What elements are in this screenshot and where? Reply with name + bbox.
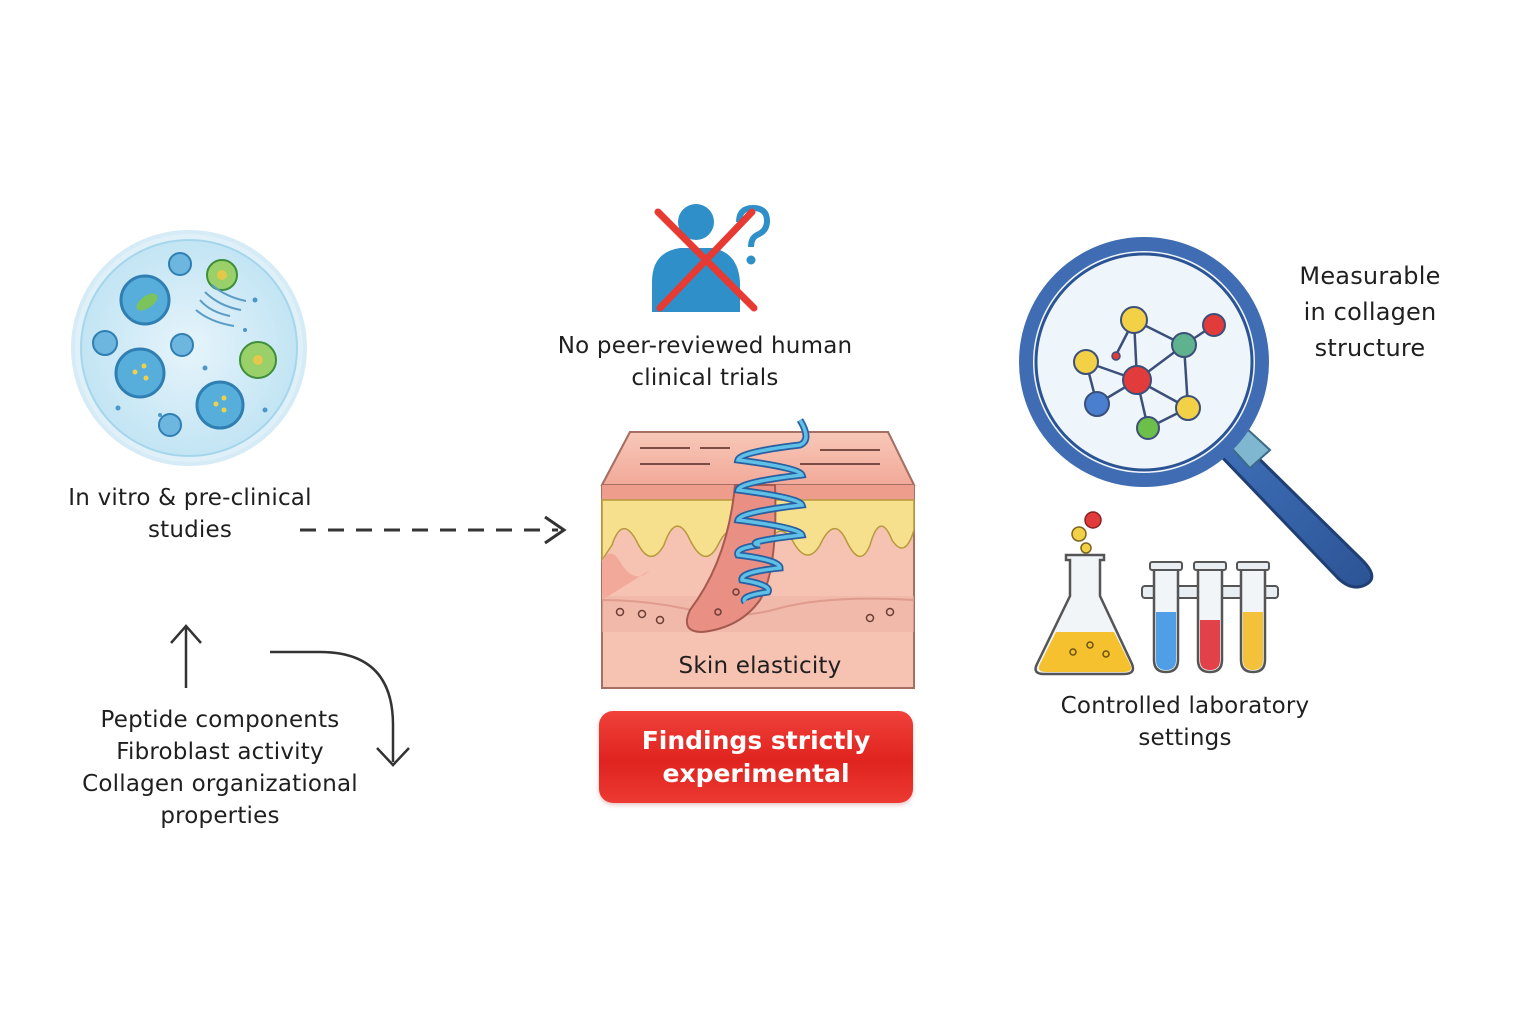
lab-line-2: settings <box>1138 725 1232 751</box>
factors-list-label: Peptide components Fibroblast activity C… <box>60 704 380 832</box>
badge-line-1: Findings strictly <box>641 726 871 755</box>
measurable-line-2: in collagen <box>1303 298 1437 326</box>
factor-peptide: Peptide components <box>100 707 340 733</box>
up-arrow-icon <box>170 624 202 688</box>
invitro-studies-label: In vitro & pre-clinical studies <box>40 482 340 546</box>
curved-arrow-icon <box>270 650 410 767</box>
measurable-collagen-label: Measurable in collagen structure <box>1270 258 1470 366</box>
trials-line-2: clinical trials <box>631 365 779 391</box>
no-clinical-trials-label: No peer-reviewed human clinical trials <box>500 330 910 394</box>
lab-line-1: Controlled laboratory <box>1060 693 1310 719</box>
petri-dish-icon <box>71 230 307 466</box>
lab-settings-label: Controlled laboratory settings <box>1020 690 1350 754</box>
factor-fibroblast: Fibroblast activity <box>116 739 324 765</box>
invitro-line-1: In vitro & pre-clinical <box>68 485 312 511</box>
invitro-line-2: studies <box>147 517 233 543</box>
badge-line-2: experimental <box>662 759 850 788</box>
trials-line-1: No peer-reviewed human <box>557 333 853 359</box>
magnifying-glass-molecule-icon <box>1019 237 1374 589</box>
test-tubes-icon <box>1141 561 1279 674</box>
skin-cross-section-icon <box>600 418 916 689</box>
flask-icon <box>1034 511 1135 676</box>
measurable-line-3: structure <box>1314 334 1426 362</box>
skin-elasticity-label: Skin elasticity <box>678 653 842 679</box>
experimental-findings-badge: Findings strictly experimental <box>599 711 913 803</box>
factor-collagen: Collagen organizational <box>82 771 358 797</box>
crossed-person-icon <box>652 204 771 312</box>
factor-properties: properties <box>160 803 280 829</box>
measurable-line-1: Measurable <box>1299 262 1441 290</box>
dashed-arrow-icon <box>300 515 567 545</box>
